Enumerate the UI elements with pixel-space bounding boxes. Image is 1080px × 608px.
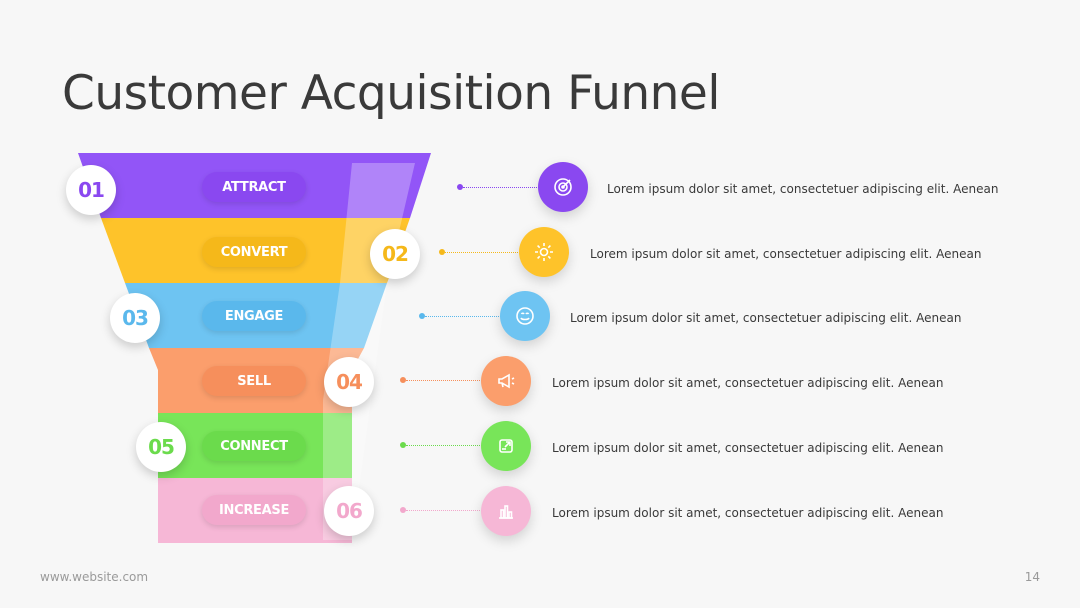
stage-description: Lorem ipsum dolor sit amet, consectetuer… (552, 506, 944, 520)
stage-description: Lorem ipsum dolor sit amet, consectetuer… (552, 376, 944, 390)
step-number-05: 05 (136, 422, 186, 472)
connector-line (445, 252, 520, 253)
step-number-02: 02 (370, 229, 420, 279)
connector-dot (439, 249, 445, 255)
megaphone-icon (498, 373, 515, 389)
target-icon (554, 178, 572, 196)
stage-icon-circle (481, 486, 531, 536)
stage-description: Lorem ipsum dolor sit amet, consectetuer… (590, 247, 982, 261)
connector-line (406, 380, 482, 381)
stage-description: Lorem ipsum dolor sit amet, consectetuer… (552, 441, 944, 455)
page-title: Customer Acquisition Funnel (62, 66, 720, 121)
share-icon (499, 439, 513, 453)
connector-dot (400, 507, 406, 513)
connector-line (406, 445, 482, 446)
stage-icon-circle (481, 421, 531, 471)
stage-icon-circle (538, 162, 588, 212)
connector-dot (419, 313, 425, 319)
stage-description: Lorem ipsum dolor sit amet, consectetuer… (607, 182, 999, 196)
stage-label-engage: ENGAGE (202, 301, 306, 331)
stage-label-increase: INCREASE (202, 495, 306, 525)
connector-dot (400, 442, 406, 448)
gear-icon (535, 243, 553, 261)
stage-icon-circle (519, 227, 569, 277)
stage-label-convert: CONVERT (202, 237, 306, 267)
connector-dot (457, 184, 463, 190)
stage-label-connect: CONNECT (202, 431, 306, 461)
stage-label-attract: ATTRACT (202, 172, 306, 202)
stage-icon-circle (481, 356, 531, 406)
step-number-03: 03 (110, 293, 160, 343)
connector-line (406, 510, 482, 511)
stage-icon-circle (500, 291, 550, 341)
connector-line (463, 187, 539, 188)
page-number: 14 (1024, 570, 1040, 584)
step-number-01: 01 (66, 165, 116, 215)
bar-chart-icon (499, 505, 513, 519)
footer-url: www.website.com (40, 570, 149, 584)
step-number-06: 06 (324, 486, 374, 536)
stage-label-sell: SELL (202, 366, 306, 396)
connector-line (425, 316, 501, 317)
stage-description: Lorem ipsum dolor sit amet, consectetuer… (570, 311, 962, 325)
smiley-icon (516, 307, 534, 325)
connector-dot (400, 377, 406, 383)
step-number-04: 04 (324, 357, 374, 407)
